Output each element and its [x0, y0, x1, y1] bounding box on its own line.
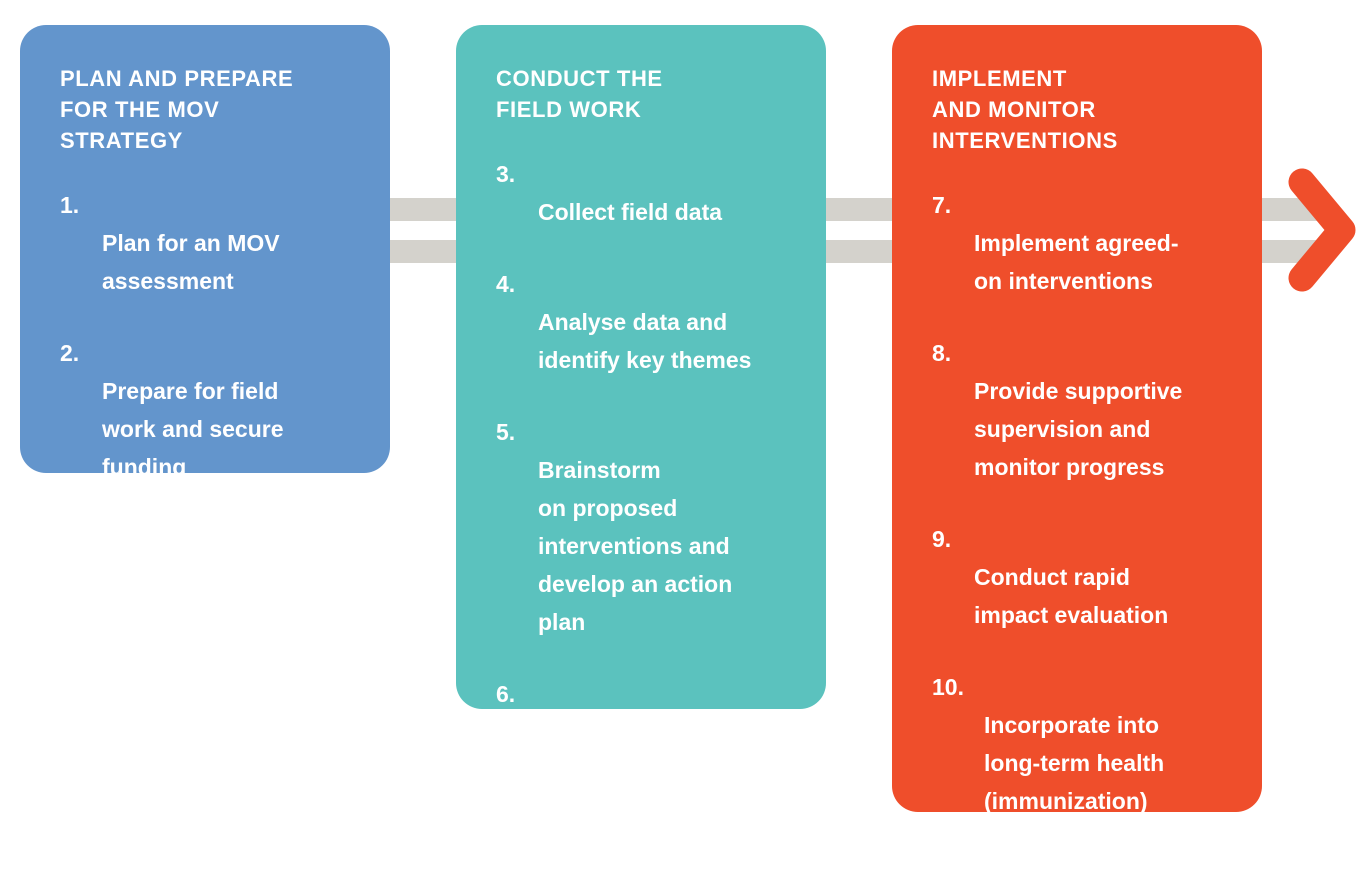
step-number: 2.: [60, 340, 80, 366]
step-number: 4.: [496, 271, 516, 297]
step-text: Plan for an MOV assessment: [102, 230, 280, 294]
step-text: Brainstorm on proposed interventions and…: [538, 457, 733, 635]
flow-connector-2-3: [824, 198, 896, 263]
chevron-right-arrow-icon: [1288, 168, 1356, 292]
step-item: 7. Implement agreed- on interventions: [932, 186, 1236, 300]
step-list: 3. Collect field data 4. Analyse data and …: [496, 155, 800, 789]
step-item: 4. Analyse data and identify key themes: [496, 265, 800, 379]
stage-card-conduct-field-work: CONDUCT THE FIELD WORK 3. Collect field d…: [456, 25, 826, 783]
step-number: 6.: [496, 681, 516, 707]
step-item: 1. Plan for an MOV assessment: [60, 186, 364, 300]
step-text: Implement agreed- on interventions: [974, 230, 1179, 294]
step-list: 1. Plan for an MOV assessment 2. Prepare f…: [60, 186, 364, 486]
stage-title: PLAN AND PREPARE FOR THE MOV STRATEGY: [60, 66, 294, 153]
step-item: 5. Brainstorm on proposed interventions a…: [496, 413, 800, 641]
step-list: 7. Implement agreed- on interventions 8. P…: [932, 186, 1236, 896]
step-number: 5.: [496, 419, 516, 445]
connector-bar-upper: [824, 198, 896, 221]
step-text: Incorporate into long-term health (immun…: [984, 712, 1215, 890]
step-item: 8. Provide supportive supervision and mon…: [932, 334, 1236, 486]
step-text: Collect field data: [538, 199, 723, 225]
process-flow-diagram: PLAN AND PREPARE FOR THE MOV STRATEGY 1.…: [20, 25, 1356, 890]
step-number: 1.: [60, 192, 80, 218]
stage-title: IMPLEMENT AND MONITOR INTERVENTIONS: [932, 66, 1118, 153]
step-item: 10. Incorporate into long-term health (im…: [932, 668, 1236, 896]
connector-bar-lower: [824, 240, 896, 263]
step-number: 3.: [496, 161, 516, 187]
step-number: 9.: [932, 526, 952, 552]
step-number: 8.: [932, 340, 952, 366]
step-item: 3. Collect field data: [496, 155, 800, 231]
stage-title: CONDUCT THE FIELD WORK: [496, 66, 663, 122]
step-number: 7.: [932, 192, 952, 218]
connector-bar-lower: [388, 240, 458, 263]
step-item: 9. Conduct rapid impact evaluation: [932, 520, 1236, 634]
step-text: Provide supportive supervision and monit…: [974, 378, 1183, 480]
stage-card-plan-and-prepare: PLAN AND PREPARE FOR THE MOV STRATEGY 1.…: [20, 25, 390, 480]
step-text: Conduct rapid impact evaluation: [974, 564, 1169, 628]
step-number: 10.: [932, 674, 964, 700]
step-text: Debrief to MOH/ partners: [538, 719, 712, 783]
step-text: Analyse data and identify key themes: [538, 309, 752, 373]
step-item: 6. Debrief to MOH/ partners: [496, 675, 800, 789]
step-text: Prepare for field work and secure fundin…: [102, 378, 284, 480]
step-item: 2. Prepare for field work and secure fund…: [60, 334, 364, 486]
connector-bar-upper: [388, 198, 458, 221]
flow-connector-1-2: [388, 198, 458, 263]
stage-card-implement-and-monitor: IMPLEMENT AND MONITOR INTERVENTIONS 7. Im…: [892, 25, 1262, 890]
